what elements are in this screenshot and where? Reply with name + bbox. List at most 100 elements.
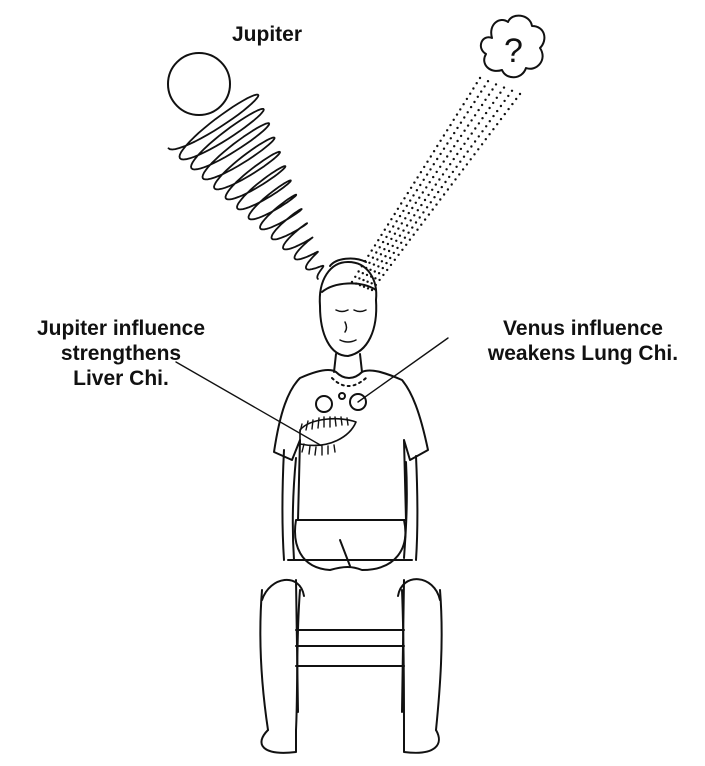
beam-dot xyxy=(354,276,356,278)
beam-dot xyxy=(385,236,387,238)
beam-dot xyxy=(394,213,396,215)
beam-dot xyxy=(392,225,394,227)
beam-dot xyxy=(387,243,389,245)
beam-dot xyxy=(384,229,386,231)
beam-dot xyxy=(400,202,402,204)
beam-dot xyxy=(416,176,418,178)
beam-dot xyxy=(384,255,386,257)
beam-dot xyxy=(427,194,429,196)
beam-dot xyxy=(397,208,399,210)
beam-dot xyxy=(426,173,428,175)
beam-dot xyxy=(496,97,498,99)
beam-dot xyxy=(433,196,435,198)
beam-dot xyxy=(396,247,398,249)
beam-dot xyxy=(420,224,422,226)
beam-dot xyxy=(473,101,475,103)
beam-dot xyxy=(430,201,432,203)
beam-dot xyxy=(433,150,435,152)
beam-dot xyxy=(451,183,453,185)
beam-dot xyxy=(380,253,382,255)
jupiter-planet-icon xyxy=(168,53,230,115)
beam-dot xyxy=(358,277,360,279)
beam-dot xyxy=(491,88,493,90)
beam-dot xyxy=(428,213,430,215)
beam-dot xyxy=(496,123,498,125)
beam-dot xyxy=(374,244,376,246)
beam-dot xyxy=(470,158,472,160)
beam-dot xyxy=(469,93,471,95)
beam-dot xyxy=(466,163,468,165)
beam-dot xyxy=(471,132,473,134)
beam-dot xyxy=(371,249,373,251)
beam-dot xyxy=(479,77,481,79)
beam-dot xyxy=(376,258,378,260)
beam-dot xyxy=(424,199,426,201)
beam-dot xyxy=(411,207,413,209)
beam-dot xyxy=(403,197,405,199)
beam-dot xyxy=(366,281,368,283)
beam-dot xyxy=(417,209,419,211)
beam-dot xyxy=(467,124,469,126)
beam-dot xyxy=(453,132,455,134)
beam-dot xyxy=(484,99,486,101)
beam-dot xyxy=(435,203,437,205)
beam-dot xyxy=(366,274,368,276)
beam-dot xyxy=(450,137,452,139)
beam-dot xyxy=(409,199,411,201)
beam-dot xyxy=(404,217,406,219)
beam-dot xyxy=(382,267,384,269)
beam-dot xyxy=(504,113,506,115)
beam-dot xyxy=(415,202,417,204)
beam-dot xyxy=(382,241,384,243)
beam-dot xyxy=(374,270,376,272)
beam-dot xyxy=(378,272,380,274)
beam-dot xyxy=(406,205,408,207)
beam-dot xyxy=(467,111,469,113)
beam-dot xyxy=(519,93,521,95)
beam-dot xyxy=(378,279,380,281)
beam-dot xyxy=(423,166,425,168)
beam-dot xyxy=(418,197,420,199)
beam-dot xyxy=(426,161,428,163)
beam-dot xyxy=(499,92,501,94)
beam-dot xyxy=(487,80,489,82)
beam-dot xyxy=(467,150,469,152)
beam-dot xyxy=(444,181,446,183)
beam-dot xyxy=(432,176,434,178)
beam-dot xyxy=(443,134,445,136)
beam-dot xyxy=(436,158,438,160)
beam-dot xyxy=(462,168,464,170)
beam-dot xyxy=(460,122,462,124)
beam-dot xyxy=(438,178,440,180)
beam-dot xyxy=(472,87,474,89)
beam-dot xyxy=(436,145,438,147)
beam-dot xyxy=(460,135,462,137)
beam-dot xyxy=(429,181,431,183)
beam-dot xyxy=(481,130,483,132)
beam-dot xyxy=(407,192,409,194)
beam-dot xyxy=(441,186,443,188)
beam-dot xyxy=(443,160,445,162)
beam-dot xyxy=(474,114,476,116)
venus-dotted-beam xyxy=(351,77,521,291)
beam-dot xyxy=(368,262,370,264)
beam-dot xyxy=(381,260,383,262)
beam-dot xyxy=(400,242,402,244)
beam-dot xyxy=(389,257,391,259)
beam-dot xyxy=(377,265,379,267)
beam-dot xyxy=(392,245,394,247)
beam-dot xyxy=(371,282,373,284)
beam-dot xyxy=(511,90,513,92)
beam-dot xyxy=(456,113,458,115)
beam-dot xyxy=(383,248,385,250)
beam-dot xyxy=(463,156,465,158)
beam-dot xyxy=(402,210,404,212)
beam-dot xyxy=(459,161,461,163)
liver-callout-leader xyxy=(176,362,322,446)
beam-dot xyxy=(409,239,411,241)
beam-dot xyxy=(439,166,441,168)
beam-dot xyxy=(380,234,382,236)
beam-dot xyxy=(474,140,476,142)
beam-dot xyxy=(406,224,408,226)
beam-dot xyxy=(388,250,390,252)
